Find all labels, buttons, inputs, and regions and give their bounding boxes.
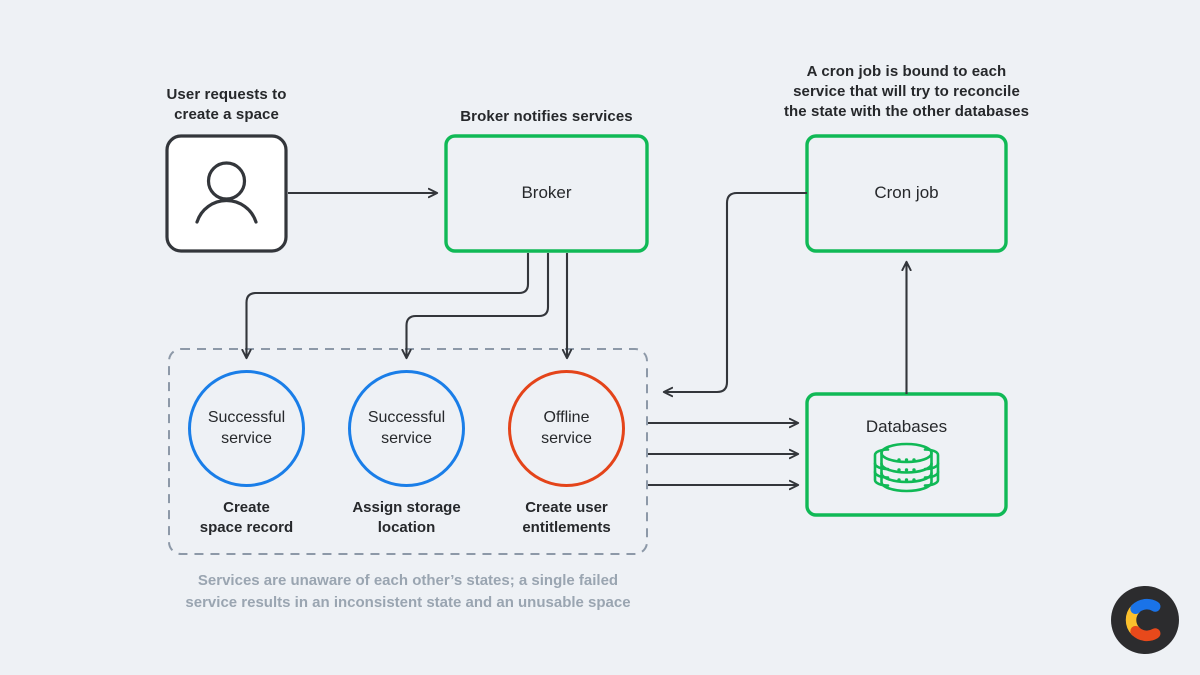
service-sublabel-0: Create space record bbox=[199, 499, 294, 536]
user-icon bbox=[195, 161, 258, 224]
service-label-2: Offline service bbox=[541, 409, 592, 448]
broker-node-shape[interactable] bbox=[444, 134, 649, 253]
contentful-logo-mark bbox=[1111, 586, 1179, 654]
broker-notify-annotation: Broker notifies services bbox=[460, 108, 633, 125]
arrow-broker-to-service-0 bbox=[241, 253, 530, 360]
services-footnote: Services are unaware of each other’s sta… bbox=[185, 572, 631, 611]
cron-note-annotation: A cron job is bound to each service that… bbox=[783, 63, 1030, 120]
user-request-annotation: User requests to create a space bbox=[166, 86, 287, 123]
service-circle-2[interactable] bbox=[508, 370, 625, 487]
database-stack-icon bbox=[873, 442, 940, 493]
databases-node-shape[interactable] bbox=[805, 392, 1008, 517]
service-sublabel-1: Assign storage location bbox=[352, 499, 461, 536]
service-label-0: Successful service bbox=[207, 409, 286, 448]
databases-node-label: Databases bbox=[865, 417, 948, 436]
arrow-broker-to-service-1 bbox=[401, 253, 550, 360]
service-circle-1[interactable] bbox=[348, 370, 465, 487]
cron-job-node-label: Cron job bbox=[874, 183, 939, 202]
service-sublabel-2: Create user entitlements bbox=[522, 499, 611, 536]
service-circle-0[interactable] bbox=[188, 370, 305, 487]
contentful-logo[interactable] bbox=[1111, 586, 1179, 654]
broker-node-label: Broker bbox=[521, 183, 572, 202]
arrow-cron-to-services bbox=[662, 191, 807, 398]
user-node-shape[interactable] bbox=[165, 134, 288, 253]
service-label-1: Successful service bbox=[367, 409, 446, 448]
